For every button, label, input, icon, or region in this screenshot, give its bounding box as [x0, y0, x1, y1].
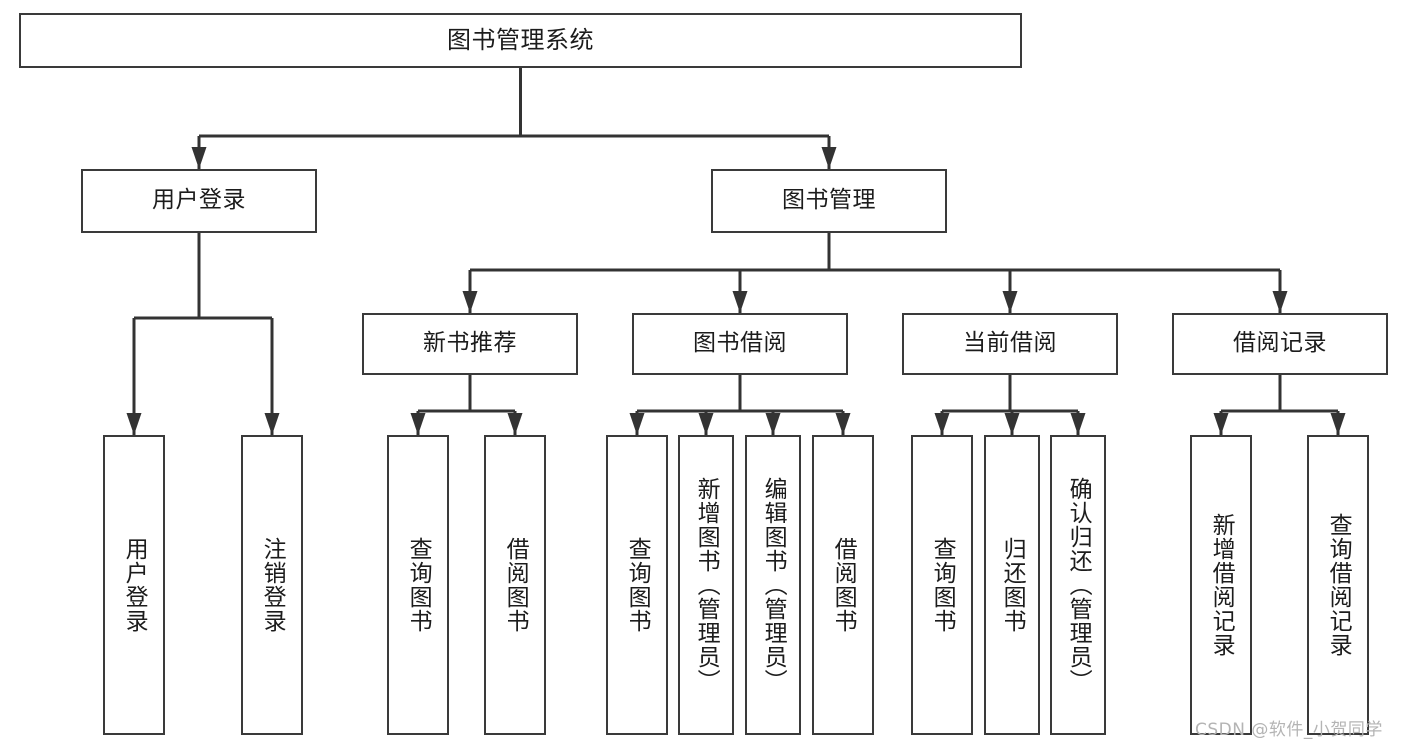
node-leaf-add-book[interactable]: 新增图书（管理员） — [678, 435, 734, 735]
node-label: 图书管理系统 — [447, 26, 594, 55]
node-leaf-query-record[interactable]: 查询借阅记录 — [1307, 435, 1369, 735]
edge-arrowhead — [698, 413, 714, 435]
edge-arrowhead — [1002, 291, 1018, 313]
node-label: 查询图书 — [929, 537, 956, 633]
node-label: 查询图书 — [624, 537, 651, 633]
node-new-book-rec[interactable]: 新书推荐 — [362, 313, 578, 375]
node-leaf-query-book-2[interactable]: 查询图书 — [606, 435, 668, 735]
node-label: 借阅图书 — [830, 537, 857, 633]
node-label: 查询图书 — [405, 537, 432, 633]
node-label: 归还图书 — [999, 537, 1026, 633]
edge-arrowhead — [462, 291, 478, 313]
edge-arrowhead — [191, 147, 207, 169]
edge-arrowhead — [507, 413, 523, 435]
edge-arrowhead — [126, 413, 142, 435]
node-leaf-borrow-book-1[interactable]: 借阅图书 — [484, 435, 546, 735]
node-leaf-query-book-3[interactable]: 查询图书 — [911, 435, 973, 735]
edge-arrowhead — [821, 147, 837, 169]
node-label: 确认归还（管理员） — [1065, 477, 1092, 693]
node-label: 用户登录 — [121, 537, 148, 633]
edge-arrowhead — [1330, 413, 1346, 435]
node-leaf-return-book[interactable]: 归还图书 — [984, 435, 1040, 735]
edge-arrowhead — [732, 291, 748, 313]
watermark: CSDN @软件_小贺同学 — [1195, 720, 1383, 740]
node-label: 注销登录 — [259, 537, 286, 633]
node-root[interactable]: 图书管理系统 — [19, 13, 1022, 68]
node-user-login[interactable]: 用户登录 — [81, 169, 317, 233]
edge-arrowhead — [629, 413, 645, 435]
node-label: 借阅图书 — [502, 537, 529, 633]
edge-arrowhead — [410, 413, 426, 435]
node-leaf-user-login[interactable]: 用户登录 — [103, 435, 165, 735]
node-leaf-add-record[interactable]: 新增借阅记录 — [1190, 435, 1252, 735]
node-leaf-confirm-return[interactable]: 确认归还（管理员） — [1050, 435, 1106, 735]
node-label: 新增图书（管理员） — [693, 477, 720, 693]
node-label: 图书管理 — [782, 187, 876, 214]
node-label: 新增借阅记录 — [1208, 513, 1235, 657]
node-label: 借阅记录 — [1233, 330, 1327, 357]
node-label: 编辑图书（管理员） — [760, 477, 787, 693]
node-current-borrow[interactable]: 当前借阅 — [902, 313, 1118, 375]
edge-arrowhead — [1213, 413, 1229, 435]
node-label: 用户登录 — [152, 187, 246, 214]
node-book-borrow[interactable]: 图书借阅 — [632, 313, 848, 375]
edge-arrowhead — [934, 413, 950, 435]
node-borrow-record[interactable]: 借阅记录 — [1172, 313, 1388, 375]
node-label: 新书推荐 — [423, 330, 517, 357]
node-leaf-user-logout[interactable]: 注销登录 — [241, 435, 303, 735]
node-leaf-edit-book[interactable]: 编辑图书（管理员） — [745, 435, 801, 735]
edge-arrowhead — [1004, 413, 1020, 435]
edge-arrowhead — [1070, 413, 1086, 435]
node-label: 当前借阅 — [963, 330, 1057, 357]
edge-arrowhead — [835, 413, 851, 435]
node-label: 图书借阅 — [693, 330, 787, 357]
node-label: 查询借阅记录 — [1325, 513, 1352, 657]
edge-arrowhead — [1272, 291, 1288, 313]
node-leaf-borrow-book-2[interactable]: 借阅图书 — [812, 435, 874, 735]
edge-arrowhead — [765, 413, 781, 435]
edge-arrowhead — [264, 413, 280, 435]
node-leaf-query-book-1[interactable]: 查询图书 — [387, 435, 449, 735]
node-book-manage[interactable]: 图书管理 — [711, 169, 947, 233]
